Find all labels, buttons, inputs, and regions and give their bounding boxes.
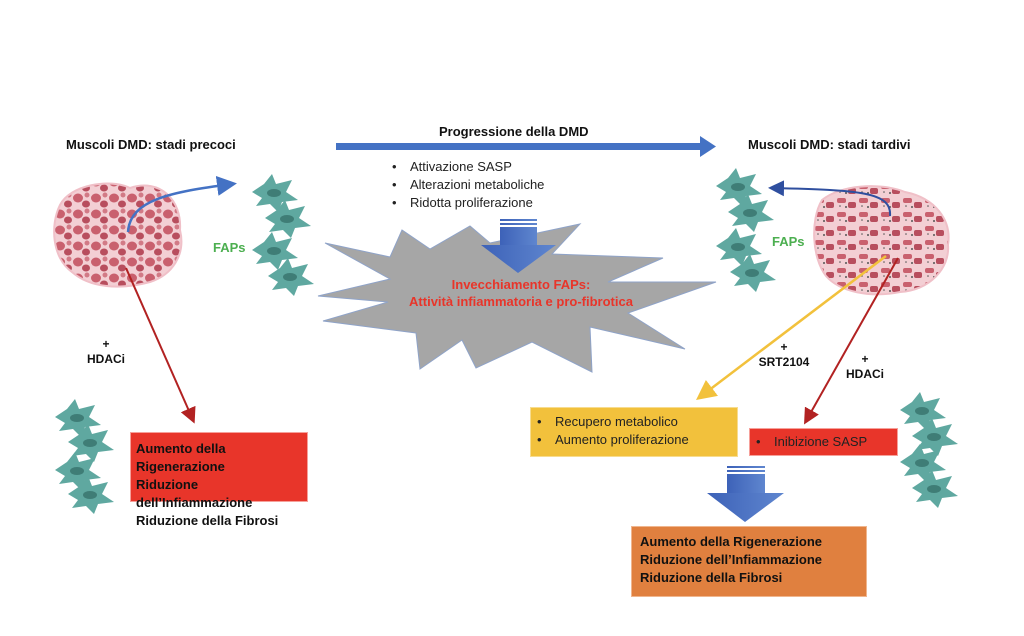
progression-bullet: Ridotta proliferazione xyxy=(386,194,544,212)
late-hdaci-label: + HDACi xyxy=(842,352,888,382)
aging-label-line1: Invecchiamento FAPs: xyxy=(451,277,591,292)
down-arrow-outcome xyxy=(707,466,784,522)
early-stage-title: Muscoli DMD: stadi precoci xyxy=(66,137,236,152)
late-fap-cells xyxy=(716,168,776,292)
progression-arrow xyxy=(336,136,716,157)
late-muscle-to-faps-arrow xyxy=(768,180,892,217)
srt2104-effects-list: Recupero metabolico Aumento proliferazio… xyxy=(531,413,737,449)
outcome-line: Riduzione dell’Infiammazione xyxy=(136,477,253,510)
effect-item: Recupero metabolico xyxy=(531,413,737,431)
plus-sign: + xyxy=(780,340,788,354)
faps-label-late: FAPs xyxy=(772,234,805,249)
early-fap-cells xyxy=(252,174,314,296)
down-arrow-aging xyxy=(481,219,556,273)
outcome-line: Riduzione della Fibrosi xyxy=(136,513,279,528)
aging-label-line2: Attività infiammatoria e pro-fibrotica xyxy=(409,294,633,309)
plus-sign: + xyxy=(102,337,110,351)
faps-label-early: FAPs xyxy=(213,240,246,255)
progression-bullet: Alterazioni metaboliche xyxy=(386,176,544,194)
srt2104-effects-box: Recupero metabolico Aumento proliferazio… xyxy=(530,407,738,457)
late-outcome-box: Aumento della Rigenerazione Riduzione de… xyxy=(631,526,867,597)
treated-fap-cells-left xyxy=(55,399,114,514)
outcome-line: Riduzione della Fibrosi xyxy=(640,570,783,585)
progression-bullet: Attivazione SASP xyxy=(386,158,544,176)
outcome-line: Riduzione dell’Infiammazione xyxy=(640,552,823,567)
effect-item: Inibizione SASP xyxy=(750,433,897,451)
progression-title: Progressione della DMD xyxy=(439,124,589,139)
late-stage-title: Muscoli DMD: stadi tardivi xyxy=(748,137,911,152)
progression-bullets: Attivazione SASP Alterazioni metaboliche… xyxy=(386,158,544,212)
hdaci-text: HDACi xyxy=(87,352,125,366)
effect-item: Aumento proliferazione xyxy=(531,431,737,449)
srt2104-text: SRT2104 xyxy=(758,355,810,369)
hdaci-text: HDACi xyxy=(846,367,884,381)
early-outcome-box: Aumento della Rigenerazione Riduzione de… xyxy=(130,432,308,528)
outcome-line: Aumento della Rigenerazione xyxy=(640,534,823,549)
aging-starburst xyxy=(317,223,717,373)
early-muscle-to-faps-arrow xyxy=(126,176,237,233)
early-hdaci-arrow xyxy=(125,267,196,424)
late-hdaci-arrow xyxy=(804,257,899,425)
srt2104-arrow xyxy=(696,255,887,401)
srt2104-label: + SRT2104 xyxy=(752,340,816,370)
aging-label: Invecchiamento FAPs: Attività infiammato… xyxy=(386,276,656,310)
early-hdaci-label: + HDACi xyxy=(84,337,128,367)
treated-fap-cells-right xyxy=(900,392,958,508)
early-muscle-cross-section xyxy=(53,182,183,288)
plus-sign: + xyxy=(861,352,869,366)
late-muscle-cross-section xyxy=(813,185,950,296)
hdaci-effects-list: Inibizione SASP xyxy=(750,433,897,451)
hdaci-effects-box: Inibizione SASP xyxy=(749,428,898,456)
outcome-line: Aumento della Rigenerazione xyxy=(136,441,226,474)
